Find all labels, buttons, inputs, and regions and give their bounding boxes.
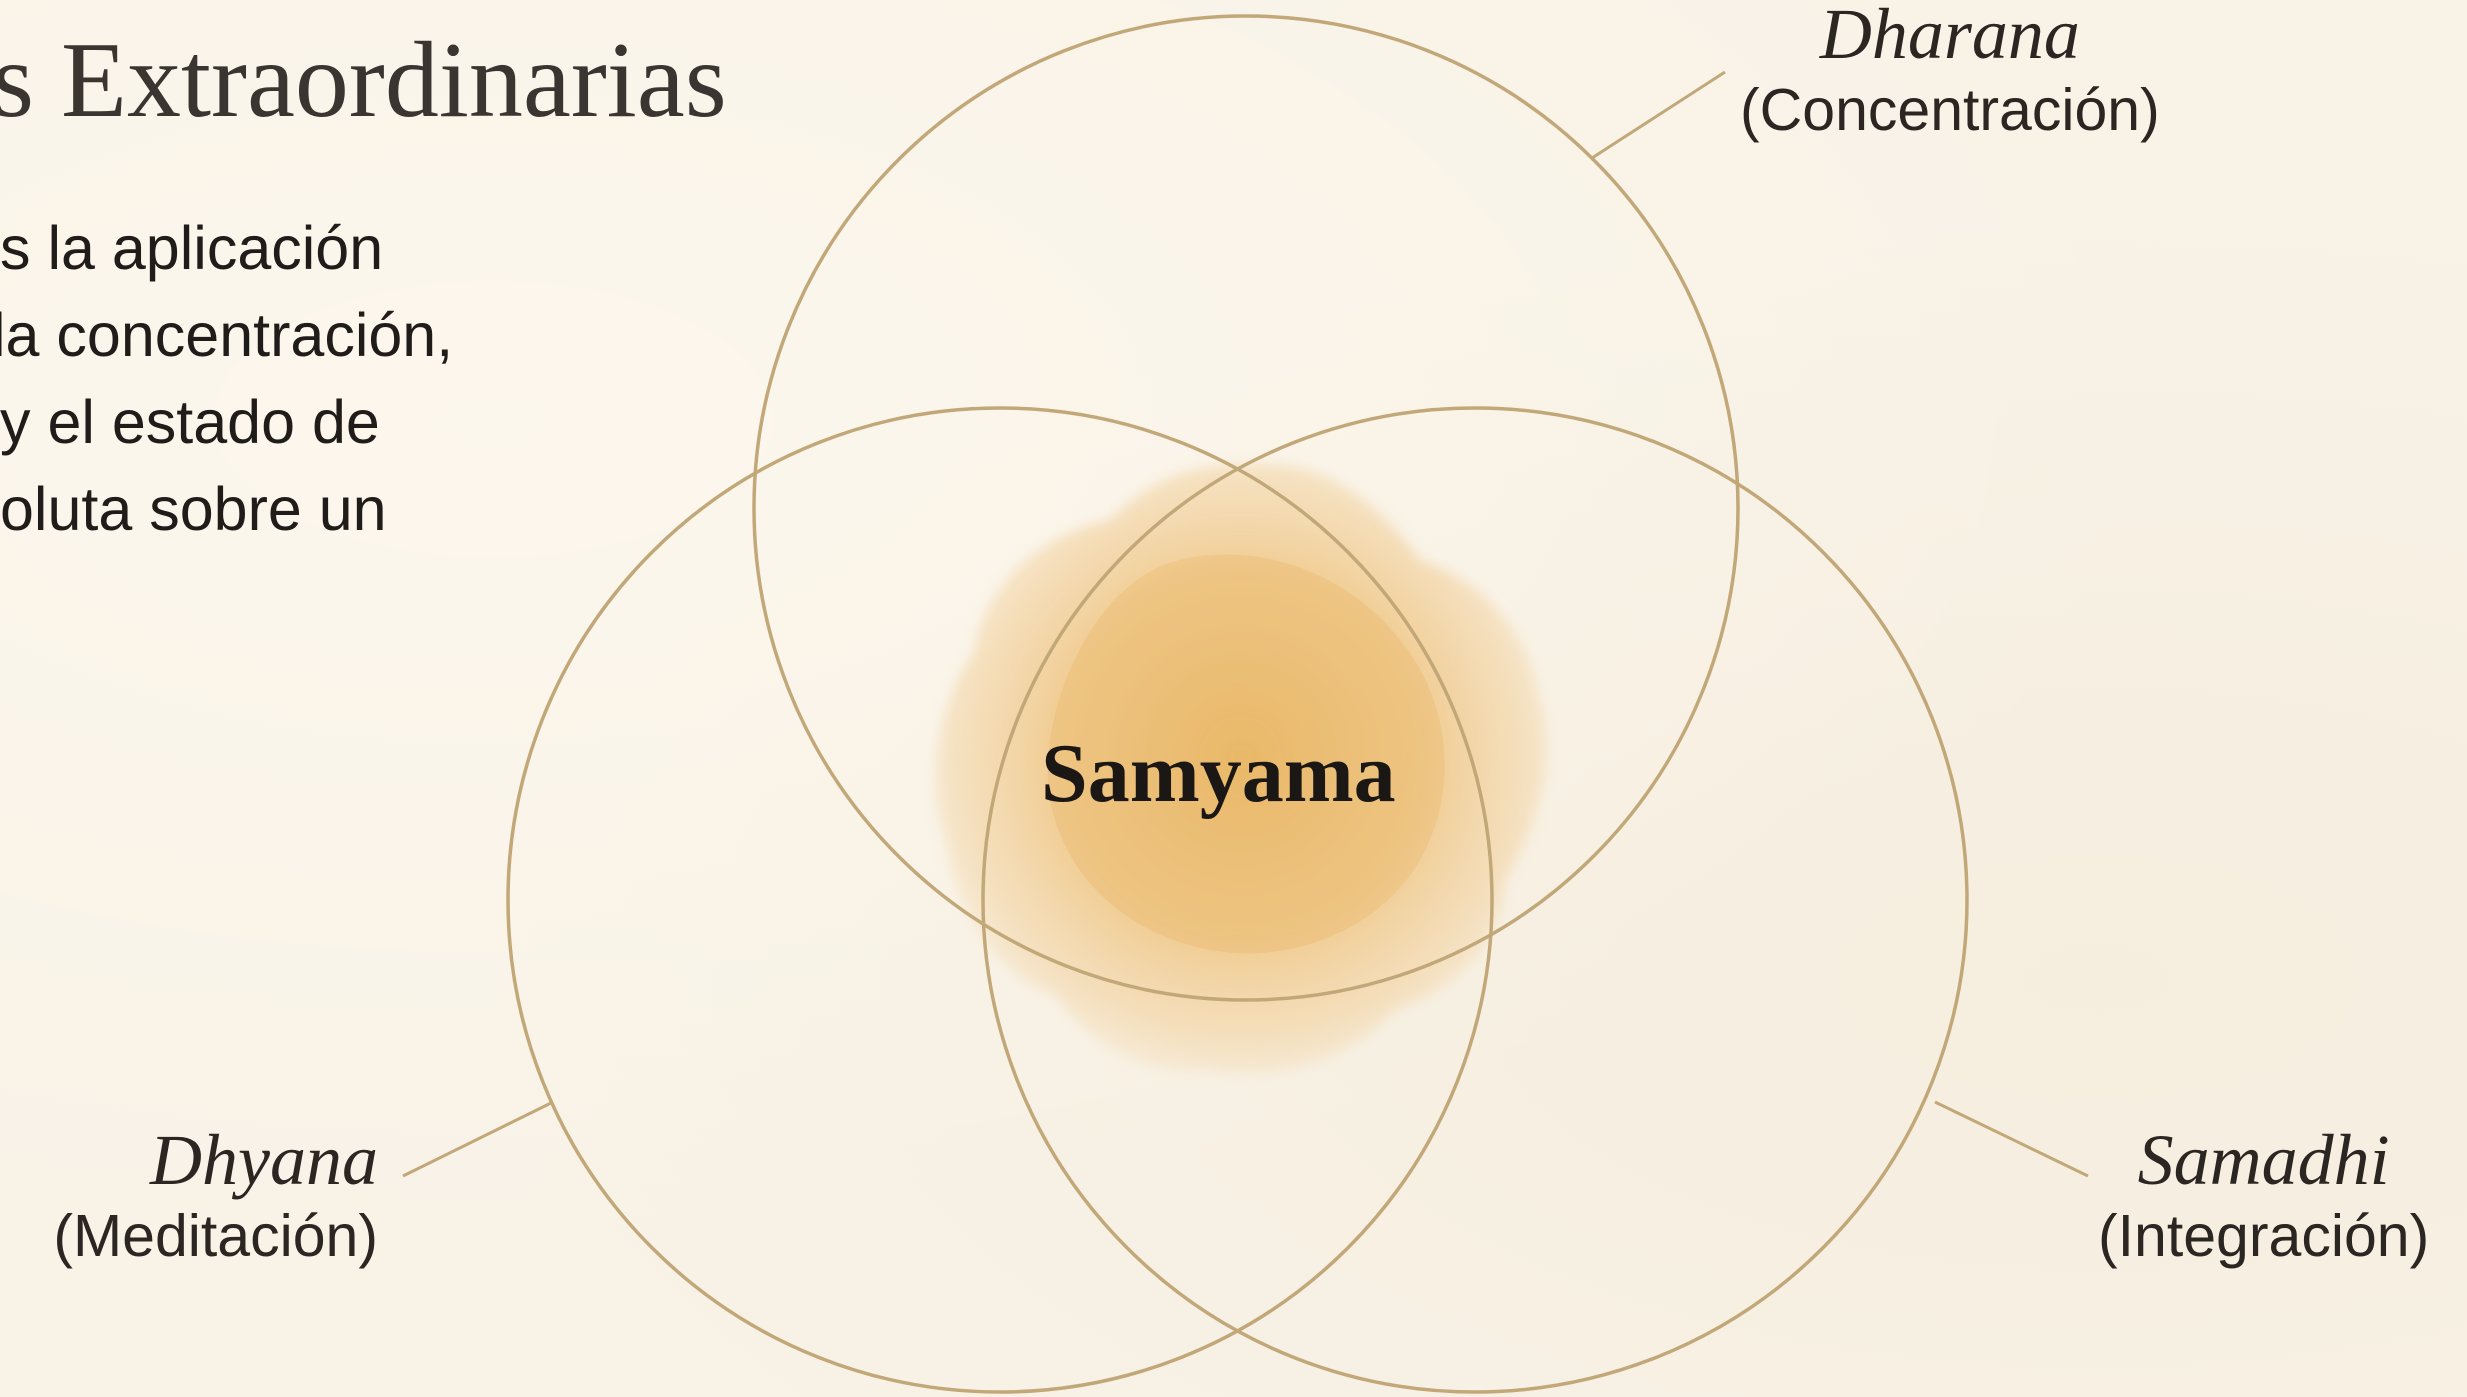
term-samadhi: Samadhi <box>2098 1120 2429 1200</box>
term-dharana: Dharana <box>1740 0 2160 74</box>
label-dhyana: Dhyana (Meditación) <box>53 1120 378 1272</box>
leader-line-dharana <box>1592 72 1725 158</box>
label-samadhi: Samadhi (Integración) <box>2098 1120 2429 1272</box>
label-dharana: Dharana (Concentración) <box>1740 0 2160 146</box>
term-dhyana: Dhyana <box>53 1120 378 1200</box>
center-label: Samyama <box>1041 725 1396 822</box>
meaning-dharana: (Concentración) <box>1740 74 2160 146</box>
meaning-samadhi: (Integración) <box>2098 1200 2429 1272</box>
meaning-dhyana: (Meditación) <box>53 1200 378 1272</box>
leader-line-dhyana <box>403 1102 553 1176</box>
leader-line-samadhi <box>1935 1102 2088 1176</box>
